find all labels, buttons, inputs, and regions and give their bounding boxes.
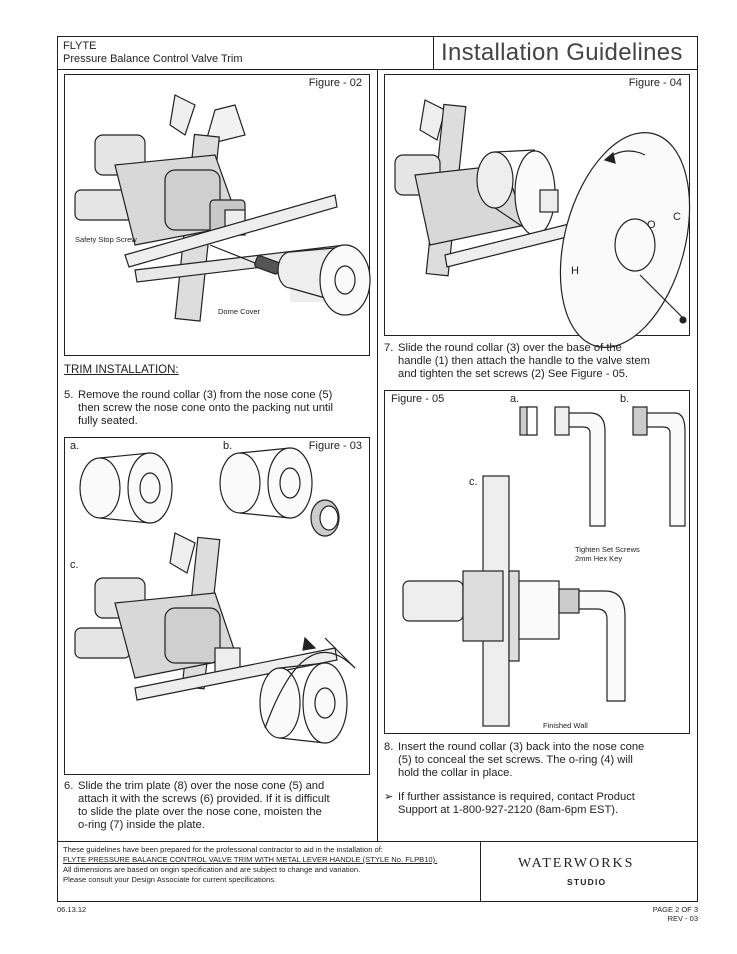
step-8-line: hold the collar in place. bbox=[398, 767, 513, 779]
logo-studio: STUDIO bbox=[567, 877, 607, 887]
footer-divider bbox=[57, 841, 698, 842]
step-5-number: 5. bbox=[64, 389, 74, 401]
step-6-number: 6. bbox=[64, 780, 74, 792]
page-frame bbox=[57, 36, 698, 902]
revision-number: REV - 03 bbox=[667, 914, 698, 923]
header-vertical-divider bbox=[433, 36, 434, 69]
logo-waterworks: WATERWORKS bbox=[518, 856, 635, 871]
step-6-line: to slide the plate over the nose cone, m… bbox=[78, 806, 322, 818]
step-5-line: fully seated. bbox=[78, 415, 138, 427]
footer-disclaimer: These guidelines have been prepared for … bbox=[63, 845, 475, 885]
brand-name: FLYTE bbox=[63, 40, 97, 52]
figure-05-a-label: a. bbox=[510, 393, 520, 405]
column-divider bbox=[377, 69, 378, 841]
footer-line: All dimensions are based on origin speci… bbox=[63, 865, 361, 874]
figure-03-c-label: c. bbox=[70, 559, 79, 571]
plate-letter-o: O bbox=[647, 219, 656, 231]
step-5-line: Remove the round collar (3) from the nos… bbox=[78, 389, 333, 401]
figure-05-b-label: b. bbox=[620, 393, 630, 405]
step-7-line: Slide the round collar (3) over the base… bbox=[398, 342, 622, 354]
figure-05-label: Figure - 05 bbox=[391, 393, 445, 405]
step-8-line: (5) to conceal the set screws. The o-rin… bbox=[398, 754, 633, 766]
support-note: ➢ If further assistance is required, con… bbox=[384, 791, 694, 817]
revision-date: 06.13.12 bbox=[57, 905, 87, 914]
callout-finished-wall: Finished Wall bbox=[543, 721, 588, 730]
step-6: 6. Slide the trim plate (8) over the nos… bbox=[64, 780, 374, 832]
valve-illustration-03 bbox=[74, 447, 356, 744]
support-note-line: Support at 1-800-927-2120 (8am-6pm EST). bbox=[398, 804, 619, 816]
step-7: 7. Slide the round collar (3) over the b… bbox=[384, 342, 694, 381]
figure-05: Figure - 05 a. b. c. Tighten Set Screws … bbox=[384, 390, 690, 734]
plate-letter-c: C bbox=[673, 211, 681, 223]
product-name: Pressure Balance Control Valve Trim bbox=[63, 53, 243, 65]
callout-safety-stop-screw: Safety Stop Screw bbox=[75, 235, 137, 244]
footer-vertical-divider bbox=[480, 841, 481, 902]
figure-03-b-label: b. bbox=[223, 440, 233, 452]
figure-03-a-label: a. bbox=[70, 440, 80, 452]
step-7-line: and tighten the set screws (2) See Figur… bbox=[398, 368, 629, 380]
figure-05-c-label: c. bbox=[469, 476, 478, 488]
doc-title: Installation Guidelines bbox=[441, 39, 683, 66]
handle-illustration-05 bbox=[402, 406, 686, 727]
footer-line: Please consult your Design Associate for… bbox=[63, 875, 277, 884]
step-6-line: o-ring (7) inside the plate. bbox=[78, 819, 205, 831]
figure-02: Figure - 02 Safety Stop Screw Dome Cover bbox=[64, 74, 371, 356]
callout-tighten-set-screws: Tighten Set Screws bbox=[575, 545, 640, 554]
pointing-hand-icon: ➢ bbox=[384, 791, 394, 803]
step-8: 8. Insert the round collar (3) back into… bbox=[384, 741, 694, 780]
footer-line-product: FLYTE PRESSURE BALANCE CONTROL VALVE TRI… bbox=[63, 855, 438, 864]
page-number: PAGE 2 OF 3 bbox=[652, 905, 698, 914]
plate-letter-h: H bbox=[571, 265, 579, 277]
figure-03-label: Figure - 03 bbox=[308, 440, 362, 452]
step-5-line: then screw the nose cone onto the packin… bbox=[78, 402, 333, 414]
step-6-line: Slide the trim plate (8) over the nose c… bbox=[78, 780, 325, 792]
callout-hex-key: 2mm Hex Key bbox=[575, 554, 623, 563]
figure-02-label: Figure - 02 bbox=[308, 77, 362, 89]
valve-illustration-04 bbox=[394, 99, 691, 348]
step-7-line: handle (1) then attach the handle to the… bbox=[398, 355, 650, 367]
step-7-number: 7. bbox=[384, 342, 394, 354]
figure-04-label: Figure - 04 bbox=[628, 77, 682, 89]
callout-dome-cover: Dome Cover bbox=[218, 307, 261, 316]
step-8-number: 8. bbox=[384, 741, 394, 753]
valve-illustration-02 bbox=[74, 94, 371, 322]
support-note-line: If further assistance is required, conta… bbox=[398, 791, 635, 803]
figure-04: Figure - 04 H O C bbox=[384, 74, 691, 348]
section-heading: TRIM INSTALLATION: bbox=[64, 364, 179, 376]
step-6-line: attach it with the screws (6) provided. … bbox=[78, 793, 330, 805]
step-5: 5. Remove the round collar (3) from the … bbox=[64, 389, 374, 428]
figure-03: a. b. Figure - 03 c. bbox=[64, 437, 370, 775]
step-8-line: Insert the round collar (3) back into th… bbox=[398, 741, 645, 753]
footer-line: These guidelines have been prepared for … bbox=[63, 845, 383, 854]
